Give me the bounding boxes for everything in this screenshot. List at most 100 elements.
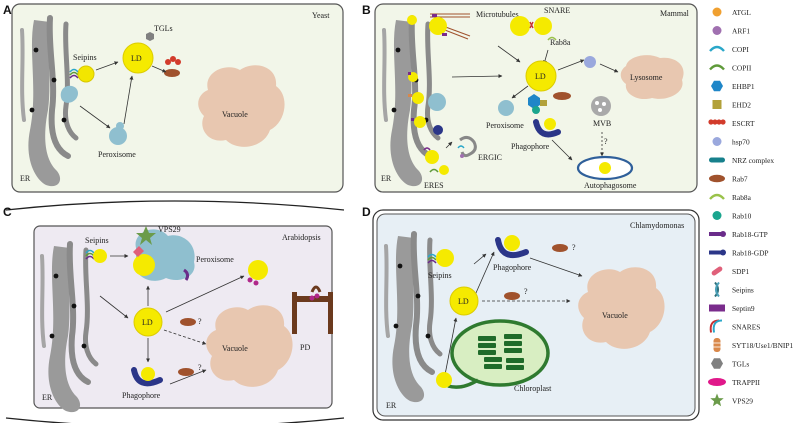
lime-arc-icon (709, 193, 725, 200)
orange-dot-icon (712, 7, 722, 17)
lipid-droplet-icon (525, 60, 557, 92)
brown-oval-icon (709, 174, 725, 183)
rab7-icon (164, 69, 180, 77)
panel-c-seipins-label: Seipins (85, 236, 109, 245)
panel-b-question-label: ? (604, 137, 608, 146)
purple-dot-icon (712, 26, 722, 35)
panel-a: A Yeast ER Seipins LD TGLs Vacuole Perox… (3, 3, 344, 193)
legend-label: hsp70 (732, 137, 750, 146)
panel-d-phagophore-label: Phagophore (493, 263, 532, 272)
panel-c-peroxisome-label: Peroxisome (196, 255, 234, 264)
panel-b-snare-label: SNARE (544, 6, 570, 15)
panel-b-mvb-label: MVB (593, 119, 611, 128)
legend-label: ATGL (732, 8, 751, 17)
panel-b-letter: B (362, 3, 371, 17)
panel-c-question-2-label: ? (198, 363, 202, 372)
blue-hexagon-icon (711, 80, 723, 92)
panel-c-ld-label: LD (142, 318, 153, 327)
legend-label: TRAPPII (732, 378, 760, 387)
legend-label: SNARES (732, 322, 760, 331)
peroxisome-icon (109, 127, 127, 145)
green-star-icon (710, 393, 724, 407)
panel-c-phagophore-label: Phagophore (122, 391, 161, 400)
magenta-ellipse-icon (708, 378, 726, 386)
legend-label: Rab18-GDP (732, 248, 769, 257)
ergic-icon (459, 135, 477, 158)
panel-a-frame (11, 3, 344, 193)
rab7-icon (178, 368, 194, 376)
snare-ld-icon (510, 16, 530, 36)
er-bud-icon (60, 85, 78, 103)
lipid-droplet-icon (133, 307, 163, 337)
red-chain-icon (708, 119, 726, 125)
pd-ld-icon (248, 260, 268, 280)
lysosome-shape (620, 55, 684, 100)
rab7-icon (504, 292, 520, 300)
panel-c-vacuole-label: Vacuole (222, 344, 248, 353)
cell-wall-bottom (5, 417, 345, 423)
peroxisome-bud-icon (428, 93, 446, 111)
rab7-icon (180, 318, 196, 326)
tgl-hexagon-icon (146, 32, 154, 41)
panel-a-ld-label: LD (131, 54, 142, 63)
legend-label: Rab8a (732, 193, 752, 202)
panel-a-er-label: ER (20, 174, 31, 183)
panel-a-seipins-label: Seipins (73, 53, 97, 62)
panel-d-chloroplast-label: Chloroplast (514, 384, 552, 393)
panel-d-ld-label: LD (458, 297, 469, 306)
panel-a-letter: A (3, 3, 12, 17)
chloroplast-ld-icon (436, 372, 452, 388)
panel-d-er-label: ER (386, 401, 397, 410)
panel-c-er-label: ER (42, 393, 53, 402)
legend-label: Rab7 (732, 174, 748, 183)
panel-a-title: Yeast (312, 11, 330, 20)
teal-bar-icon (709, 157, 725, 163)
purple-pin-icon (709, 231, 726, 237)
cell-wall-top (5, 200, 345, 211)
legend-label: COPII (732, 63, 752, 72)
panel-c-title: Arabidopsis (282, 233, 321, 242)
panel-c-pd-label: PD (300, 343, 310, 352)
phagophore-icon (495, 237, 529, 258)
panel-d-seipins-label: Seipins (428, 271, 452, 280)
green-arc-icon (709, 64, 725, 71)
microtubules-icon (407, 13, 471, 40)
panel-b-er-label: ER (381, 174, 392, 183)
panel-b-eres-label: ERES (424, 181, 444, 190)
legend-label: Rab10 (732, 211, 752, 220)
panel-b-ld-label: LD (535, 72, 546, 81)
panel-d: D Chlamydomonas ER Seipins Phagophore ? … (362, 205, 700, 421)
navy-pin-icon (709, 249, 726, 256)
legend-label: ARF1 (732, 26, 750, 35)
legend-label: VPS29 (732, 396, 753, 405)
panel-d-title: Chlamydomonas (630, 221, 684, 230)
panel-d-outer-wall (372, 209, 700, 421)
panel-b-peroxisome-label: Peroxisome (486, 121, 524, 130)
panel-c-letter: C (3, 205, 12, 219)
pink-capsule-icon (711, 266, 723, 276)
legend-label: SYT18/Use1/BNIP1 (732, 341, 793, 350)
lipid-droplet-icon (122, 42, 154, 74)
legend: ATGLARF1COPICOPIIEHBP1EHD2ESCRThsp70NRZ … (708, 7, 793, 407)
panel-c-vps29-label: VPS29 (158, 225, 181, 234)
panel-a-vacuole-label: Vacuole (222, 110, 248, 119)
panel-d-vacuole-label: Vacuole (602, 311, 628, 320)
lavender-dot-icon (712, 137, 722, 146)
legend-label: ESCRT (732, 119, 755, 128)
legend-label: EHBP1 (732, 82, 755, 91)
cyan-arc-icon (709, 45, 725, 52)
rab7-icon (552, 244, 568, 252)
legend-label: EHD2 (732, 100, 751, 109)
small-ld-icon (77, 65, 95, 83)
panel-b-lysosome-label: Lysosome (630, 73, 663, 82)
panel-c-question-1-label: ? (198, 317, 202, 326)
panel-d-question-2-label: ? (524, 287, 528, 296)
grey-hexagon-icon (711, 358, 723, 369)
chloroplast-icon (447, 319, 550, 389)
panel-b-autophagosome-label: Autophagosome (584, 181, 637, 190)
panel-b-microtubules-label: Microtubules (476, 10, 519, 19)
panel-c: C Arabidopsis ER Seipins VPS29 Peroxisom… (3, 200, 345, 423)
panel-d-letter: D (362, 205, 371, 219)
